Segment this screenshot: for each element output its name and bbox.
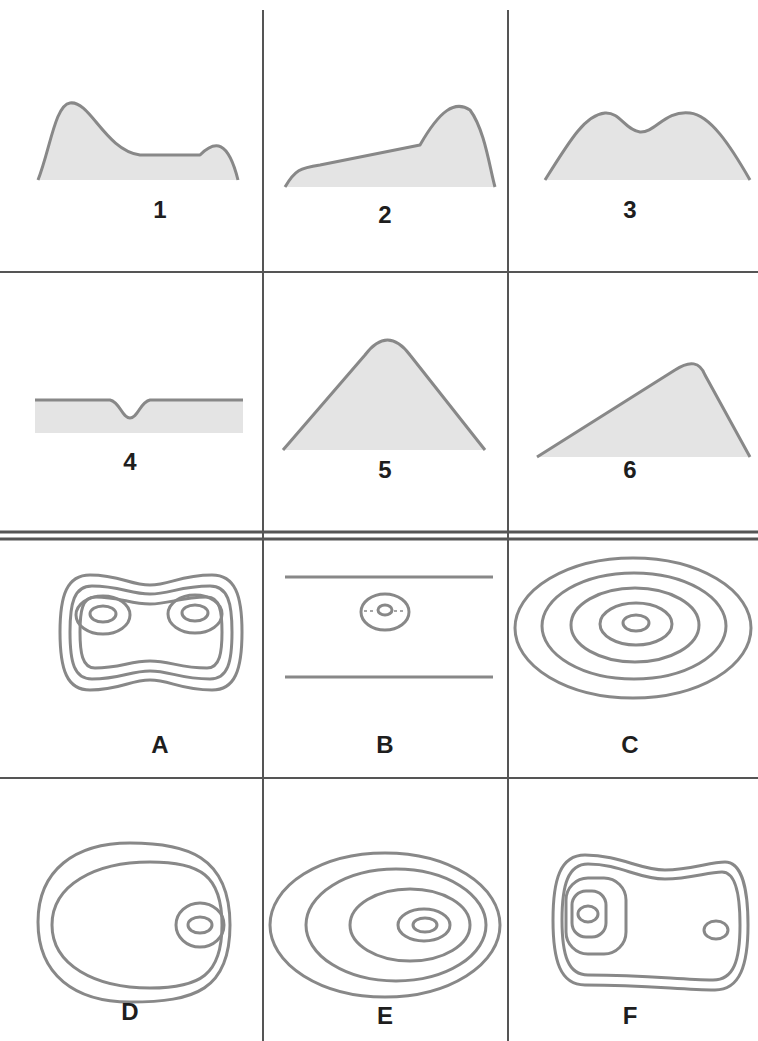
profile-4 — [35, 400, 243, 418]
panel-label: F — [623, 1004, 638, 1028]
contour-d — [38, 843, 230, 1002]
profile-2 — [285, 106, 495, 187]
contour-b — [285, 577, 493, 677]
panel-label: B — [376, 733, 393, 757]
grid-lines — [0, 10, 758, 1041]
contour-c — [515, 558, 751, 698]
panel-label: 6 — [623, 458, 636, 482]
panel-label: C — [621, 733, 638, 757]
panel-label: 3 — [623, 198, 636, 222]
panel-label: 1 — [153, 198, 166, 222]
profile-5 — [283, 340, 485, 450]
profile-4-fill — [35, 400, 243, 433]
panel-label: E — [377, 1004, 393, 1028]
contour-a — [60, 575, 242, 690]
contour-maps — [38, 558, 751, 1002]
profile-3 — [545, 113, 750, 180]
panel-label: D — [121, 1000, 138, 1024]
panel-label: 5 — [378, 458, 391, 482]
profile-1 — [38, 103, 238, 180]
panel-label: 4 — [123, 450, 136, 474]
contour-f — [553, 855, 748, 990]
panel-label: A — [151, 733, 168, 757]
panel-label: 2 — [378, 203, 391, 227]
contour-e — [270, 853, 500, 997]
profile-6 — [537, 364, 750, 457]
profiles — [35, 103, 750, 457]
